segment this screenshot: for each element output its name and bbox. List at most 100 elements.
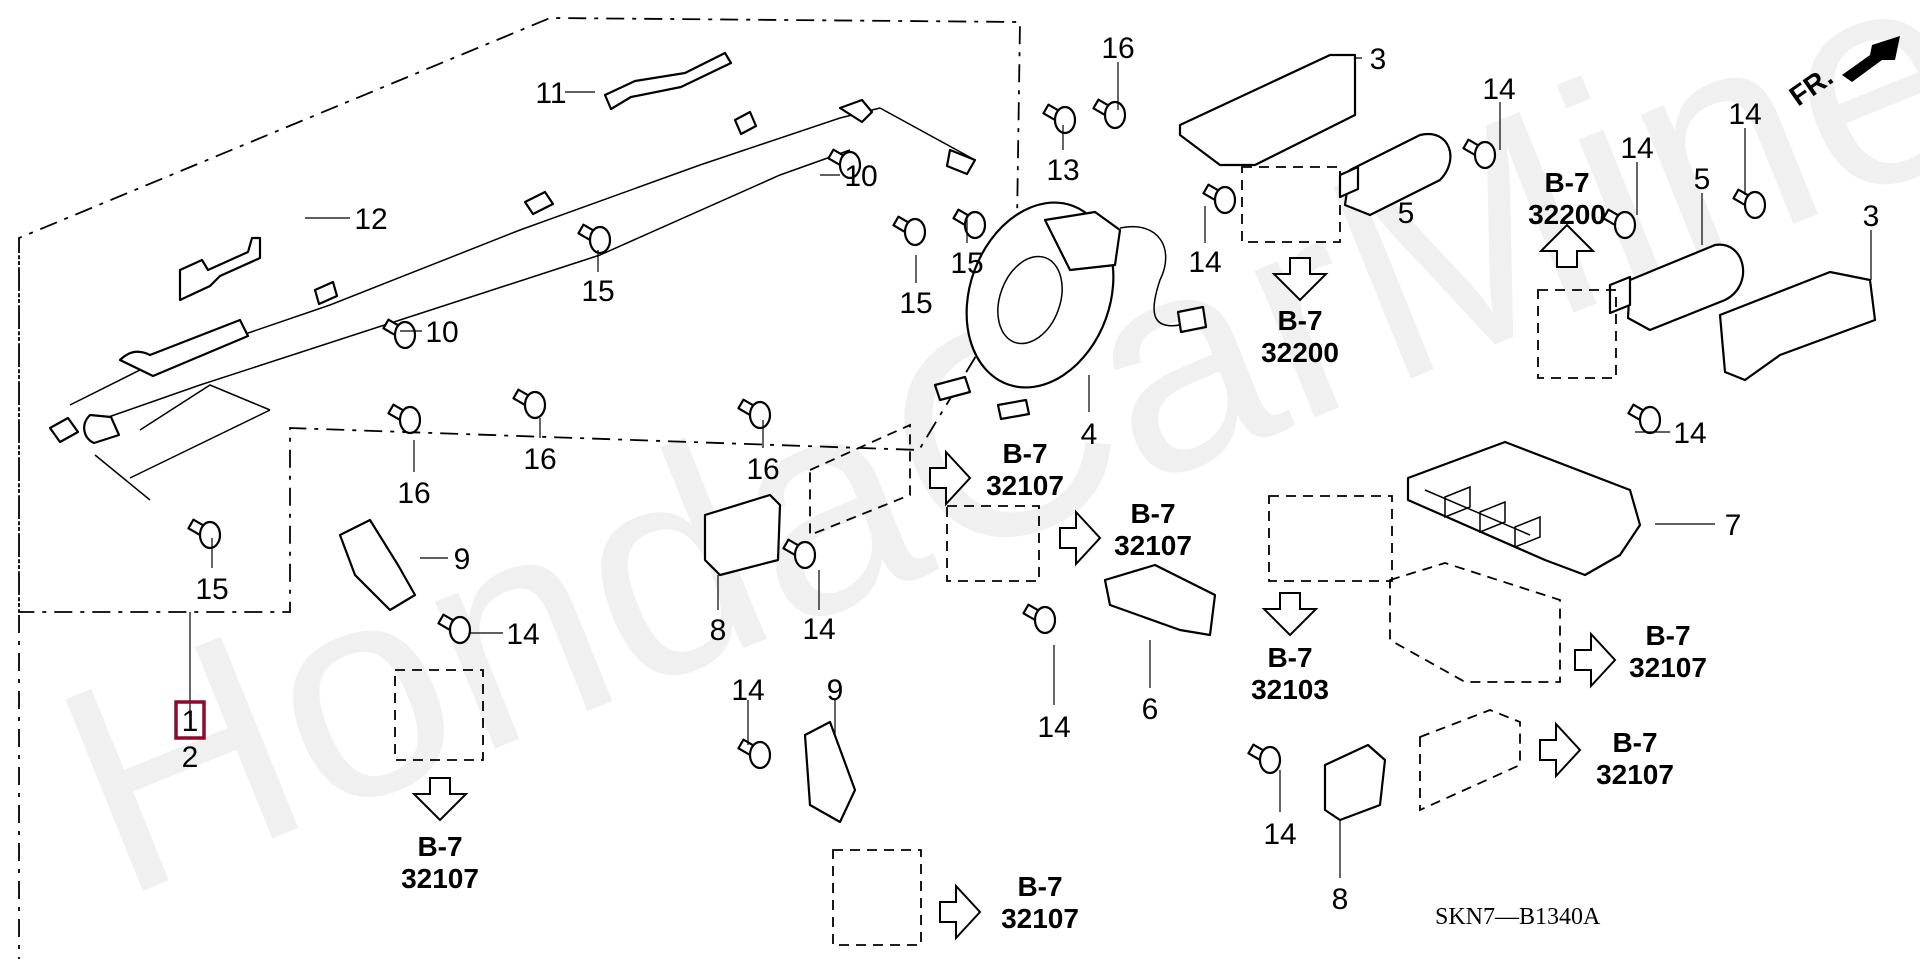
bolt-icon <box>1042 103 1077 135</box>
part-label-8[interactable]: 8 <box>1332 883 1349 916</box>
part-label-15[interactable]: 15 <box>195 573 228 606</box>
bolt-icon <box>387 403 422 435</box>
part-label-14[interactable]: 14 <box>1728 98 1761 131</box>
bolt-icon <box>782 538 817 570</box>
bolt-icon <box>1247 743 1282 775</box>
reference-section[interactable]: B-7 <box>1544 167 1589 198</box>
bolt-icon <box>437 613 472 645</box>
part-label-9[interactable]: 9 <box>827 674 844 707</box>
part-label-16[interactable]: 16 <box>523 443 556 476</box>
reference-code[interactable]: 32107 <box>401 863 479 894</box>
part-label-14[interactable]: 14 <box>1620 132 1653 165</box>
part-label-14[interactable]: 14 <box>506 618 539 651</box>
reference-code[interactable]: 32200 <box>1528 199 1606 230</box>
bolt-icon <box>1602 208 1637 240</box>
reference-section[interactable]: B-7 <box>1612 727 1657 758</box>
airbag-harness <box>48 51 977 501</box>
part-label-12[interactable]: 12 <box>354 203 387 236</box>
part-label-16[interactable]: 16 <box>1101 32 1134 65</box>
part-label-3[interactable]: 3 <box>1863 200 1880 233</box>
part-label-10[interactable]: 10 <box>425 316 458 349</box>
part-label-14[interactable]: 14 <box>1037 711 1070 744</box>
part-label-2[interactable]: 2 <box>182 741 199 774</box>
part-label-14[interactable]: 14 <box>1188 246 1221 279</box>
part-label-16[interactable]: 16 <box>746 453 779 486</box>
part-label-8[interactable]: 8 <box>710 614 727 647</box>
reference-code[interactable]: 32107 <box>986 470 1064 501</box>
reference-section[interactable]: B-7 <box>1645 620 1690 651</box>
reference-arrow-down-icon <box>1271 257 1329 302</box>
bolt-icon <box>1462 138 1497 170</box>
bolt-icon <box>187 518 222 550</box>
reference-arrow-right-icon <box>1574 631 1617 689</box>
bolt-icon <box>892 215 927 247</box>
reference-code[interactable]: 32107 <box>1629 652 1707 683</box>
reference-section[interactable]: B-7 <box>1267 642 1312 673</box>
part-label-15[interactable]: 15 <box>950 247 983 280</box>
part-label-7[interactable]: 7 <box>1725 509 1742 542</box>
reference-section[interactable]: B-7 <box>1130 498 1175 529</box>
bolt-icon <box>1022 603 1057 635</box>
part-label-13[interactable]: 13 <box>1046 154 1079 187</box>
part-label-3[interactable]: 3 <box>1370 43 1387 76</box>
reference-arrow-down-icon <box>1261 592 1319 637</box>
part-label-15[interactable]: 15 <box>581 275 614 308</box>
highlight-box-part-1 <box>174 700 206 740</box>
reference-arrows <box>411 223 1617 941</box>
reference-code[interactable]: 32103 <box>1251 674 1329 705</box>
part-label-6[interactable]: 6 <box>1142 693 1159 726</box>
bolt-icon <box>952 208 987 240</box>
bolt-icon <box>827 148 862 180</box>
diagram-code: SKN7—B1340A <box>1435 904 1601 930</box>
reference-section[interactable]: B-7 <box>417 831 462 862</box>
bolts <box>187 98 1767 775</box>
part-label-16[interactable]: 16 <box>397 477 430 510</box>
bolt-icon <box>577 223 612 255</box>
part-label-14[interactable]: 14 <box>1673 417 1706 450</box>
reference-code[interactable]: 32107 <box>1596 759 1674 790</box>
part-label-14[interactable]: 14 <box>731 674 764 707</box>
part-label-10[interactable]: 10 <box>844 160 877 193</box>
part-label-15[interactable]: 15 <box>899 287 932 320</box>
reference-section[interactable]: B-7 <box>1002 438 1047 469</box>
part-label-9[interactable]: 9 <box>454 543 471 576</box>
part-label-4[interactable]: 4 <box>1081 418 1098 451</box>
connector-boxes <box>394 166 1617 946</box>
bolt-icon <box>737 398 772 430</box>
part-label-14[interactable]: 14 <box>802 613 835 646</box>
reference-arrow-down-icon <box>411 777 469 822</box>
reference-code[interactable]: 32200 <box>1261 337 1339 368</box>
bolt-icon <box>512 388 547 420</box>
reference-arrow-up-icon <box>1538 223 1596 268</box>
part-label-14[interactable]: 14 <box>1482 73 1515 106</box>
part-label-5[interactable]: 5 <box>1398 197 1415 230</box>
bolt-icon <box>737 738 772 770</box>
reference-section[interactable]: B-7 <box>1277 305 1322 336</box>
sensor-8-left <box>703 493 782 577</box>
part-label-1[interactable]: 1 <box>182 705 199 738</box>
part-label-11[interactable]: 11 <box>535 77 566 110</box>
reference-section[interactable]: B-7 <box>1017 871 1062 902</box>
reference-code[interactable]: 32107 <box>1114 530 1192 561</box>
bracket-3-top <box>1178 53 1357 167</box>
part-label-5[interactable]: 5 <box>1694 163 1711 196</box>
bolt-icon <box>1092 98 1127 130</box>
reference-arrow-right-icon <box>1059 509 1102 567</box>
reference-arrow-right-icon <box>939 883 982 941</box>
part-label-14[interactable]: 14 <box>1263 818 1296 851</box>
reference-code[interactable]: 32107 <box>1001 903 1079 934</box>
sensor-9-right <box>803 720 857 824</box>
front-arrow-icon <box>1842 36 1900 82</box>
bolt-icon <box>1627 403 1662 435</box>
bolt-icon <box>1202 183 1237 215</box>
